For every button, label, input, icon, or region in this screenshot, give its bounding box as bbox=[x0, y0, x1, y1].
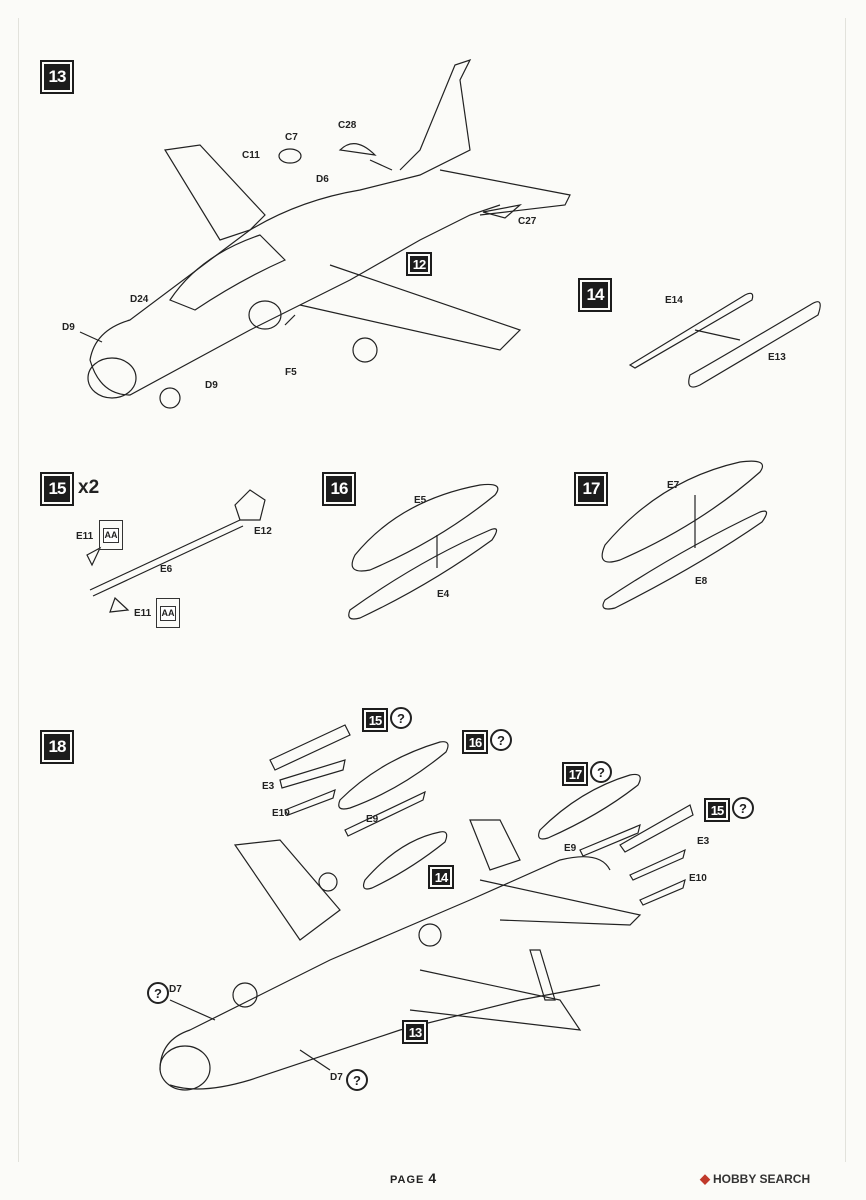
part-label: D9 bbox=[62, 322, 75, 333]
step-13-ref-badge: 13 bbox=[402, 1020, 428, 1044]
assembly-aa-marker: AA bbox=[156, 598, 180, 628]
part-label: E3 bbox=[262, 781, 275, 792]
instruction-sheet bbox=[18, 18, 846, 1162]
drop-tank-14-illustration bbox=[628, 292, 821, 388]
page-number: 4 bbox=[428, 1170, 438, 1186]
optional-question-icon: ? bbox=[732, 797, 754, 819]
optional-question-icon: ? bbox=[390, 707, 412, 729]
step-16-badge: 16 bbox=[322, 472, 356, 506]
step-13-badge: 13 bbox=[40, 60, 74, 94]
watermark-text: HOBBY SEARCH bbox=[713, 1172, 811, 1186]
jet-underside-illustration bbox=[159, 724, 694, 1091]
step-12-ref-badge: 12 bbox=[406, 252, 432, 276]
part-label: E13 bbox=[768, 352, 786, 363]
part-label: E5 bbox=[414, 495, 427, 506]
part-label: E11 bbox=[76, 531, 94, 542]
step-15-badge: 15 bbox=[40, 472, 74, 506]
part-label: E11 bbox=[134, 608, 152, 619]
step-15-ref-badge: 15 bbox=[362, 708, 388, 732]
step-16-ref-badge: 16 bbox=[462, 730, 488, 754]
optional-question-icon: ? bbox=[590, 761, 612, 783]
page-label-text: PAGE bbox=[390, 1174, 425, 1186]
part-label: D24 bbox=[130, 294, 149, 305]
optional-question-icon: ? bbox=[490, 729, 512, 751]
step-14-ref-badge: 14 bbox=[428, 865, 454, 889]
part-label: C11 bbox=[242, 150, 260, 161]
step-18-badge: 18 bbox=[40, 730, 74, 764]
part-label: C27 bbox=[518, 216, 537, 227]
part-label: E6 bbox=[160, 564, 173, 575]
assembly-aa-marker: AA bbox=[99, 520, 123, 550]
part-label: E12 bbox=[254, 526, 272, 537]
part-label: D7 bbox=[330, 1072, 343, 1083]
part-label: E9 bbox=[564, 843, 577, 854]
part-label: E14 bbox=[665, 295, 683, 306]
step-15-multiplier: x2 bbox=[78, 477, 100, 498]
drop-tank-16-illustration bbox=[348, 483, 499, 620]
part-label: E4 bbox=[437, 589, 450, 600]
part-label: E10 bbox=[272, 808, 290, 819]
optional-question-icon: ? bbox=[147, 982, 169, 1004]
part-label: C7 bbox=[285, 132, 298, 143]
part-label: E7 bbox=[667, 480, 680, 491]
part-label: E3 bbox=[697, 836, 710, 847]
jet-top-view-illustration bbox=[79, 58, 571, 409]
part-label: E8 bbox=[695, 576, 708, 587]
missile-15-illustration bbox=[86, 489, 266, 613]
step-17-ref-badge: 17 bbox=[562, 762, 588, 786]
drop-tank-17-illustration bbox=[601, 460, 768, 610]
part-label: E10 bbox=[689, 873, 707, 884]
optional-question-icon: ? bbox=[346, 1069, 368, 1091]
watermark: ◆HOBBY SEARCH bbox=[700, 1171, 810, 1187]
part-label: D7 bbox=[169, 984, 182, 995]
step-17-badge: 17 bbox=[574, 472, 608, 506]
part-label: E9 bbox=[366, 814, 379, 825]
part-label: F5 bbox=[285, 367, 297, 378]
part-label: D6 bbox=[316, 174, 329, 185]
hobby-search-logo-icon: ◆ bbox=[700, 1171, 710, 1186]
part-label: C28 bbox=[338, 120, 357, 131]
step-15-ref-badge-right: 15 bbox=[704, 798, 730, 822]
step-14-badge: 14 bbox=[578, 278, 612, 312]
part-label: D9 bbox=[205, 380, 218, 391]
